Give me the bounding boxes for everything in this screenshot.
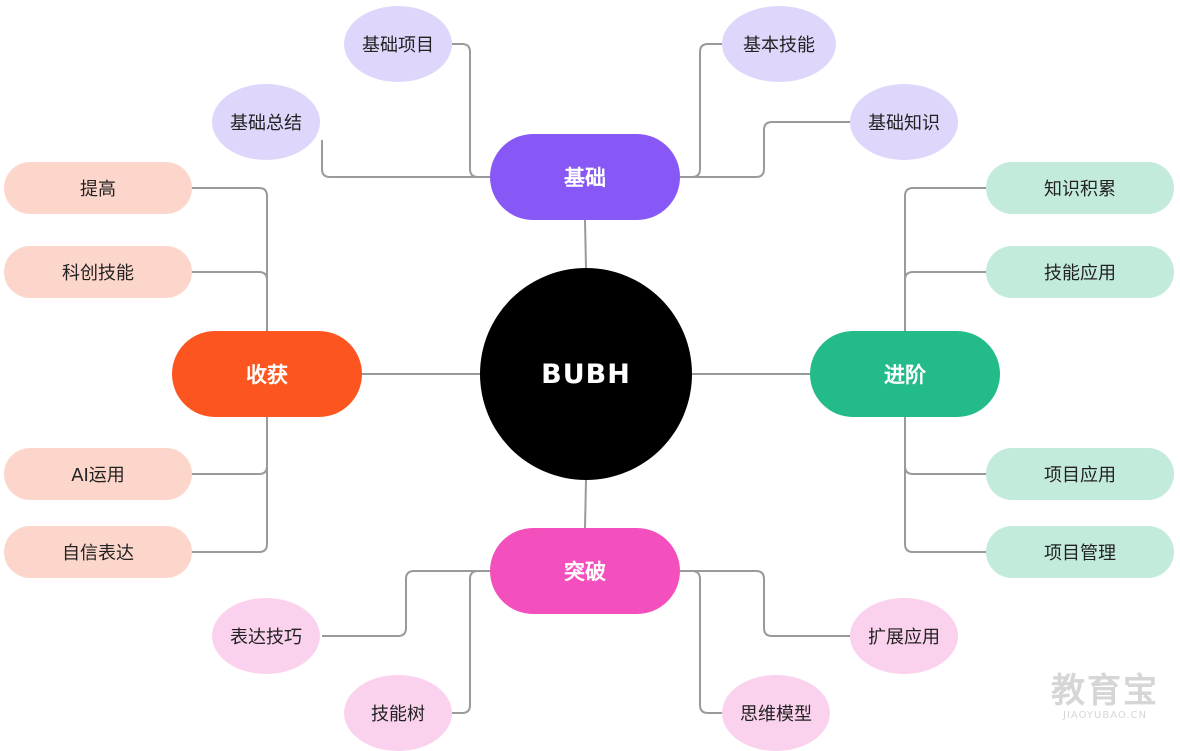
branch-label-jinjie: 进阶 [884,363,926,387]
connector-jichu-jichuxiangmu [452,43,492,178]
connector-jinjie-xiangmuyingyong [904,416,987,475]
branch-node-jinjie[interactable]: 进阶 [810,331,1000,417]
leaf-label: 科创技能 [62,263,134,284]
branch-label-shouhuo: 收获 [246,363,288,387]
branch-node-jichu[interactable]: 基础 [490,134,680,220]
center-label: BUBH [541,358,631,390]
leaf-label: 思维模型 [740,704,812,725]
leaf-shouhuo-2[interactable]: AI运用 [4,448,192,500]
leaf-tupo-3[interactable]: 思维模型 [722,675,830,751]
leaf-jinjie-3[interactable]: 项目管理 [986,526,1174,578]
branch-node-shouhuo[interactable]: 收获 [172,331,362,417]
connector-tupo-biaodajiqiao [322,570,492,637]
leaf-jinjie-1[interactable]: 技能应用 [986,246,1174,298]
leaf-label: 基础总结 [230,113,302,134]
leaf-label: 知识积累 [1044,179,1116,200]
leaf-label: 基础项目 [362,35,434,56]
leaf-label: 表达技巧 [230,627,302,648]
leaf-label: 基本技能 [743,35,815,56]
leaf-jichu-0[interactable]: 基础项目 [344,6,452,82]
connector-jichu-jibenjineng [680,43,722,178]
leaf-label: 自信表达 [62,543,134,564]
connector-shouhuo-zixinbiaoda [190,416,268,553]
watermark-main: 教育宝 [1051,671,1159,711]
leaf-tupo-2[interactable]: 技能树 [344,675,452,751]
connector-tupo-kuozhanyingyong [680,570,850,637]
leaf-jinjie-2[interactable]: 项目应用 [986,448,1174,500]
center-node[interactable]: BUBH [480,268,692,480]
leaf-label: 基础知识 [868,113,940,134]
leaf-shouhuo-0[interactable]: 提高 [4,162,192,214]
leaf-label: 项目管理 [1044,543,1116,564]
connector-tupo-siweimoxing [680,570,722,714]
connector-jinjie-zhishijilei [904,187,987,331]
leaf-jichu-2[interactable]: 基础总结 [212,84,320,160]
connector-jichu-jichuzongjie [321,140,492,178]
connector-center-tupo [584,479,587,529]
connector-jinjie-jinengyingyong [904,271,987,331]
leaf-shouhuo-3[interactable]: 自信表达 [4,526,192,578]
connector-shouhuo-kechuangjineng [190,271,268,331]
branch-label-jichu: 基础 [564,166,606,190]
connector-jichu-jichuzhishi [680,121,850,178]
leaf-jichu-3[interactable]: 基础知识 [850,84,958,160]
watermark-sub: JIAOYUBAO.CN [1063,710,1147,721]
connector-shouhuo-tigao [190,187,268,331]
leaf-label: 项目应用 [1044,465,1116,486]
leaf-jinjie-0[interactable]: 知识积累 [986,162,1174,214]
leaf-tupo-0[interactable]: 表达技巧 [212,598,320,674]
watermark: 教育宝 JIAOYUBAO.CN [1040,672,1170,722]
leaf-label: 技能应用 [1044,263,1116,284]
connector-center-jichu [584,219,587,269]
connector-jinjie-xiangmuguanli [904,416,987,553]
leaf-tupo-1[interactable]: 扩展应用 [850,598,958,674]
leaf-shouhuo-1[interactable]: 科创技能 [4,246,192,298]
connector-tupo-jinengshu [452,570,492,714]
branch-label-tupo: 突破 [564,560,606,584]
leaf-label: 扩展应用 [868,627,940,648]
connector-shouhuo-aiyunyong [190,416,268,475]
leaf-label: 提高 [80,179,116,200]
leaf-jichu-1[interactable]: 基本技能 [722,6,836,82]
branch-node-tupo[interactable]: 突破 [490,528,680,614]
leaf-label: AI运用 [71,465,125,486]
leaf-label: 技能树 [371,704,425,725]
